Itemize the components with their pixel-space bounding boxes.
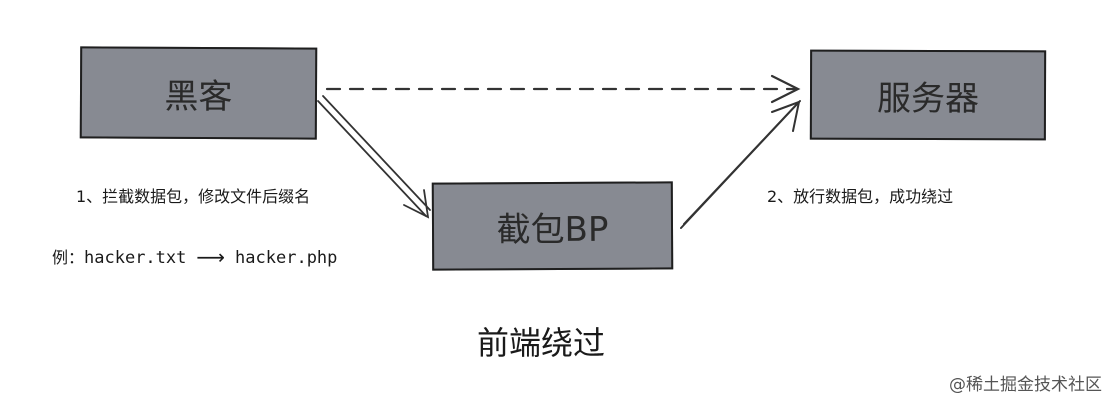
- example-annotation: 例：hacker.txt ⟶ hacker.php: [52, 244, 337, 269]
- watermark: @稀土掘金技术社区: [949, 375, 1102, 395]
- step2-annotation: 2、放行数据包，成功绕过: [767, 187, 954, 206]
- server-label: 服务器: [876, 78, 980, 119]
- example-prefix: 例：: [52, 248, 85, 267]
- example-to: hacker.php: [235, 248, 338, 268]
- diagram-caption: 前端绕过: [476, 324, 605, 362]
- example-arrow: ⟶: [196, 245, 226, 269]
- arrow-hacker-to-proxy: [317, 95, 431, 219]
- hacker-node: 黑客: [79, 46, 318, 140]
- step1-annotation: 1、拦截数据包，修改文件后缀名: [76, 187, 311, 206]
- arrow-proxy-to-server: [680, 100, 801, 229]
- dashed-arrow-hacker-to-server: [325, 74, 801, 104]
- proxy-label: 截包BP: [496, 209, 609, 250]
- example-from: hacker.txt: [84, 248, 187, 268]
- server-node: 服务器: [809, 49, 1047, 141]
- proxy-node: 截包BP: [431, 181, 674, 271]
- hacker-label: 黑客: [164, 76, 233, 117]
